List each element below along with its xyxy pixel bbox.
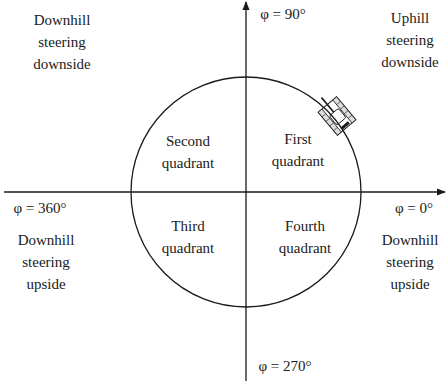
region-label: Downhill steering downside [33, 9, 91, 75]
quadrant-label: Second quadrant [162, 130, 214, 174]
quadrant-label: First quadrant [272, 128, 324, 172]
quadrant-label: Third quadrant [162, 215, 214, 259]
region-label: Downhill steering upside [382, 229, 439, 295]
region-label: Downhill steering upside [18, 229, 75, 295]
quadrant-label: Fourth quadrant [279, 215, 331, 259]
quadrant-circle: Second quadrant First quadrantThird quadr… [130, 76, 362, 308]
angle-label: φ = 0° [395, 197, 433, 219]
horizontal-axis [4, 191, 445, 192]
vertical-axis [245, 2, 246, 381]
circle-outline [130, 76, 362, 308]
angle-label: φ = 90° [260, 3, 306, 25]
tank-icon [312, 90, 355, 135]
region-label: Uphill steering downside [381, 7, 439, 73]
angle-label: φ = 360° [13, 197, 66, 219]
angle-label: φ = 270° [258, 355, 311, 377]
